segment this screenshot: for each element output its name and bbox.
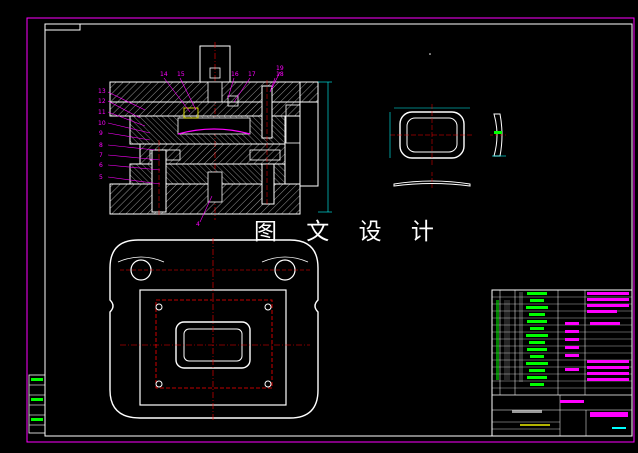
callout-9: 9	[99, 130, 103, 137]
callouts-top	[163, 71, 281, 223]
callouts-left	[107, 91, 161, 185]
callout-16: 16	[231, 71, 239, 78]
parts-list-entries	[496, 292, 629, 429]
margin-strip-left	[28, 374, 46, 434]
point-marker	[429, 53, 431, 55]
die-plan-view-icon	[109, 238, 319, 420]
callout-8: 8	[99, 142, 103, 149]
press-tool-section-icon	[109, 42, 332, 220]
callout-15: 15	[177, 71, 185, 78]
callout-17: 17	[248, 71, 256, 78]
callout-14: 14	[160, 71, 168, 78]
callout-5: 5	[99, 174, 103, 181]
callout-6: 6	[99, 162, 103, 169]
callout-10: 10	[98, 120, 106, 127]
callout-13: 13	[98, 88, 106, 95]
callout-18: 18	[276, 71, 284, 78]
part-side-view-icon	[490, 113, 506, 157]
callout-11: 11	[98, 109, 106, 116]
drawing-frame	[26, 17, 635, 443]
callout-12: 12	[98, 98, 106, 105]
callout-19: 19	[276, 65, 284, 72]
callout-labels: 13 12 11 10 9 8 7 6 5 14 15 16 17 18 19 …	[98, 65, 284, 228]
watermark-text: 图 文 设 计	[254, 219, 445, 245]
part-top-view-icon	[389, 104, 474, 190]
callout-4: 4	[196, 221, 200, 228]
callout-7: 7	[99, 152, 103, 159]
